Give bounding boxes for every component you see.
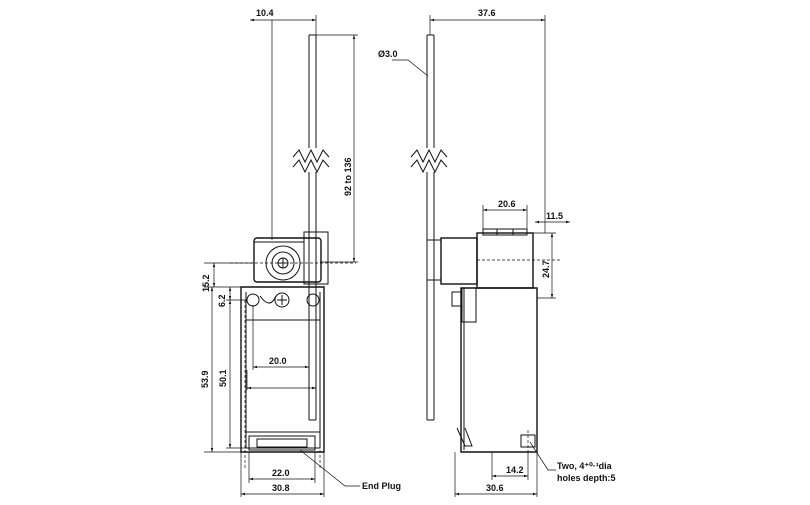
end-plug-label: End Plug [362, 481, 401, 491]
dim-hole-offset: 14.2 [506, 465, 524, 475]
holes-note-line1: Two, 4⁺⁰·¹dia [557, 461, 613, 471]
dim-body-depth: 30.6 [486, 483, 504, 493]
dim-mount-offset: 6.2 [217, 294, 227, 307]
dim-hole-spacing-inner: 20.0 [269, 356, 287, 366]
dim-body-width: 30.8 [272, 483, 290, 493]
holes-note-line2: holes depth:5 [557, 473, 616, 483]
switch-body [240, 286, 325, 470]
dim-rod-diameter: Ø3.0 [378, 49, 398, 59]
dim-head-height: 15.2 [201, 274, 211, 292]
dim-body-height: 53.9 [200, 370, 210, 388]
side-lever-rod [410, 34, 448, 421]
front-dimensions: 10.4 92 to 136 15.2 6.2 53.9 50.1 [200, 8, 401, 497]
dim-lever-length: 92 to 136 [343, 157, 353, 196]
side-view: 37.6 Ø3.0 20.6 11.5 24.7 14.2 [378, 8, 616, 497]
dim-plug-width: 22.0 [272, 468, 290, 478]
dim-head-height-side: 24.7 [541, 260, 551, 278]
front-view: 10.4 92 to 136 15.2 6.2 53.9 50.1 [200, 8, 401, 497]
dim-hole-spacing-v: 50.1 [218, 369, 228, 387]
dim-lever-reach: 37.6 [478, 8, 496, 18]
dim-lever-offset: 10.4 [256, 8, 274, 18]
side-dimensions: 37.6 Ø3.0 20.6 11.5 24.7 14.2 [378, 8, 616, 497]
dim-head-offset: 11.5 [546, 211, 563, 221]
dim-head-width: 20.6 [498, 199, 516, 209]
switch-head [230, 231, 356, 285]
